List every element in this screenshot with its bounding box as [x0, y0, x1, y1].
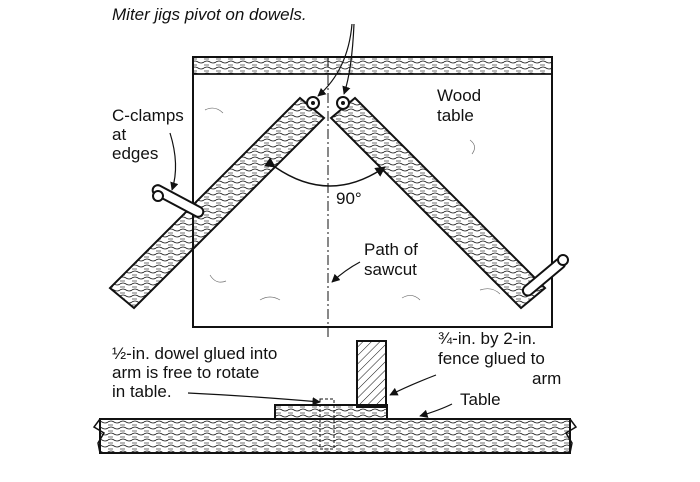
- right-miter-arm: [329, 96, 547, 310]
- path-of-sawcut-label-line2: sawcut: [364, 260, 417, 279]
- arm-section: [274, 404, 388, 420]
- table-section-view: [92, 340, 578, 454]
- pivot-dowels-label: Miter jigs pivot on dowels.: [112, 5, 307, 24]
- c-clamps-label-line2: at: [112, 125, 127, 144]
- wood-table-label-line2: table: [437, 106, 474, 125]
- fence-section: [356, 340, 387, 408]
- left-c-clamp: [151, 184, 205, 218]
- path-of-sawcut-label-line1: Path of: [364, 240, 418, 259]
- angle-arc: [264, 157, 386, 187]
- leader-lines: [169, 23, 453, 418]
- right-c-clamp: [521, 254, 569, 297]
- table-section-label: Table: [460, 390, 501, 409]
- dowel-section: [319, 398, 335, 450]
- table-section: [99, 418, 571, 454]
- left-miter-arm: [108, 96, 326, 310]
- fence-label-line2: fence glued to: [438, 349, 545, 368]
- wood-table-label-line1: Wood: [437, 86, 482, 105]
- fence-label-line1: ¾-in. by 2-in.: [438, 329, 537, 348]
- c-clamps-label-line1: C-clamps: [112, 106, 184, 125]
- dowel-label-line3: in table.: [112, 382, 172, 401]
- dowel-label-line2: arm is free to rotate: [112, 363, 260, 382]
- dowel-label-line1: ½-in. dowel glued into: [112, 344, 278, 363]
- c-clamps-label-line3: edges: [112, 144, 159, 163]
- angle-label: 90°: [336, 189, 362, 208]
- wood-table-top-view: [192, 56, 553, 328]
- fence-label-line3: arm: [532, 369, 562, 388]
